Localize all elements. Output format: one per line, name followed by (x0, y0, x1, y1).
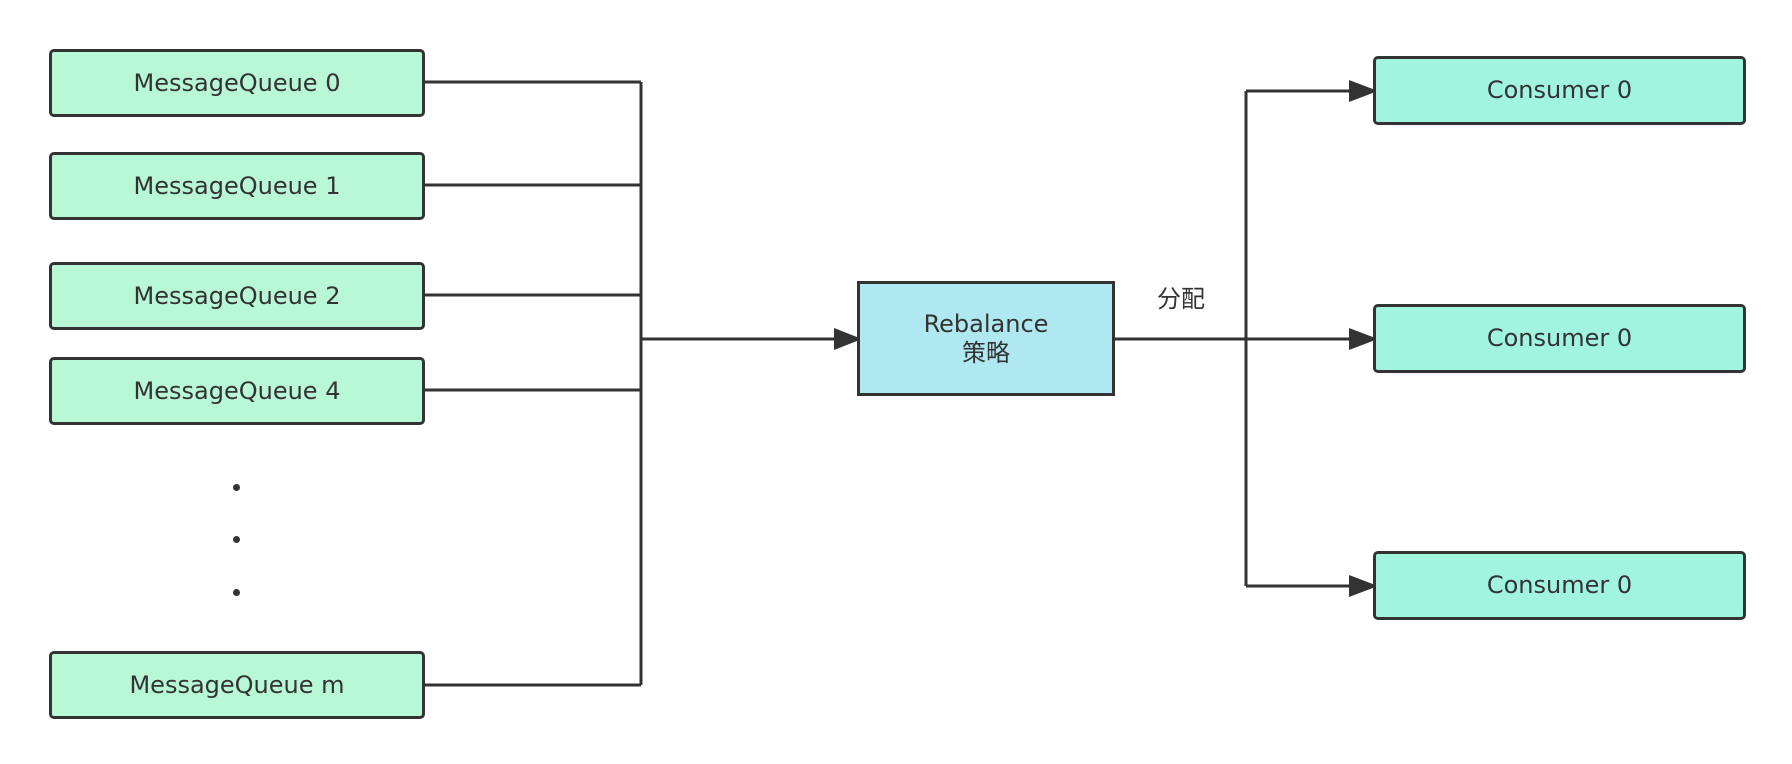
message-queue-2: MessageQueue 2 (49, 262, 425, 330)
message-queue-2-label: MessageQueue 2 (133, 281, 341, 310)
consumer-1: Consumer 0 (1373, 304, 1746, 373)
message-queue-m: MessageQueue m (49, 651, 425, 719)
message-queue-1-label: MessageQueue 1 (133, 171, 341, 200)
message-queue-1: MessageQueue 1 (49, 152, 425, 220)
strategy-label-line2: 策略 (962, 338, 1010, 367)
arrowhead-consumer-1 (1349, 328, 1378, 350)
arrowhead-strategy (834, 328, 862, 350)
ellipsis-dot-1 (233, 484, 240, 491)
arrowhead-consumer-0 (1349, 80, 1378, 102)
arrowhead-consumer-2 (1349, 575, 1378, 597)
message-queue-0: MessageQueue 0 (49, 49, 425, 117)
message-queue-4-label: MessageQueue 4 (133, 376, 341, 405)
strategy-label-line1: Rebalance (923, 309, 1049, 338)
message-queue-m-label: MessageQueue m (129, 670, 345, 699)
ellipsis-dot-3 (233, 589, 240, 596)
consumer-0-label: Consumer 0 (1486, 76, 1633, 105)
rebalance-strategy: Rebalance 策略 (857, 281, 1115, 396)
consumer-2: Consumer 0 (1373, 551, 1746, 620)
message-queue-4: MessageQueue 4 (49, 357, 425, 425)
consumer-2-label: Consumer 0 (1486, 571, 1633, 600)
consumer-0: Consumer 0 (1373, 56, 1746, 125)
ellipsis-dot-2 (233, 536, 240, 543)
consumer-1-label: Consumer 0 (1486, 324, 1633, 353)
assign-edge-label: 分配 (1157, 285, 1205, 313)
message-queue-0-label: MessageQueue 0 (133, 68, 341, 97)
